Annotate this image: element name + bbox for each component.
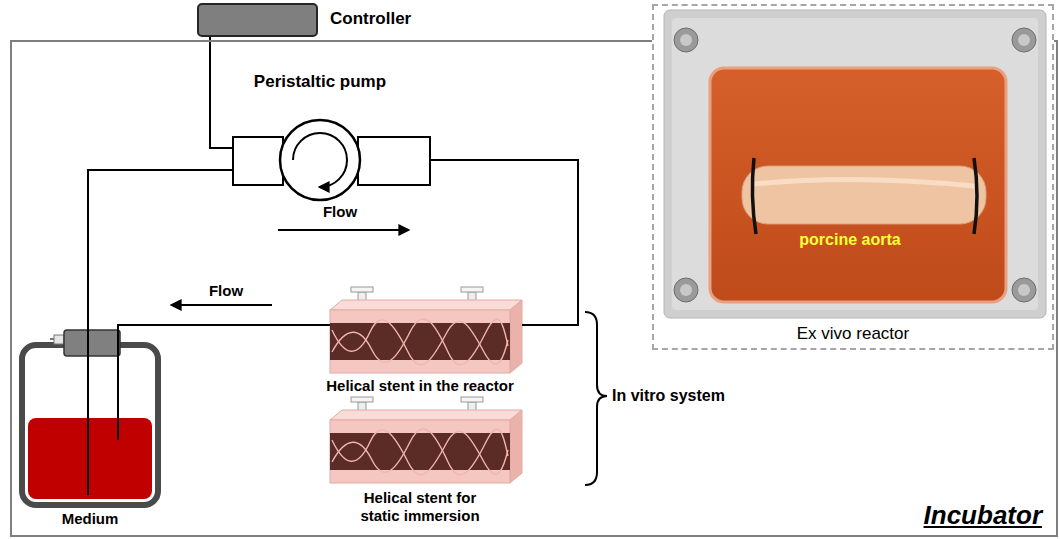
stent-static-box: Helical stent for static immersion <box>330 410 522 483</box>
tube-line <box>88 170 233 330</box>
node-label: Helical stent in the reactor <box>326 377 514 395</box>
node-label: Incubator <box>924 500 1042 531</box>
stent-reactor <box>330 287 522 373</box>
tube-line <box>430 160 578 325</box>
reactor-photo <box>654 6 1052 348</box>
pump-symbol <box>233 120 430 200</box>
group-label: In vitro system <box>612 386 725 405</box>
stent-static <box>330 397 522 483</box>
pump-box: Peristaltic pump <box>233 137 430 185</box>
stent-reactor-box: Helical stent in the reactor <box>330 300 522 373</box>
ex-vivo-reactor: porcine aorta Ex vivo reactor <box>652 4 1054 350</box>
flow-label: Flow <box>323 203 357 221</box>
medium-bottle-box: Medium <box>22 330 158 507</box>
node-label: porcine aorta <box>799 230 900 249</box>
medium-bottle <box>22 330 158 505</box>
tube-line <box>118 325 330 330</box>
node-label: Ex vivo reactor <box>797 324 909 344</box>
node-label: Medium <box>62 510 119 528</box>
node-label: Peristaltic pump <box>254 72 386 92</box>
tube-line <box>210 37 233 148</box>
controller-box: Controller <box>197 3 318 37</box>
node-label: Helical stent for static immersion <box>345 489 495 525</box>
incubator-frame: Incubator Peristaltic pump porcine aortaE… <box>10 40 1058 537</box>
bracket <box>585 312 607 485</box>
flow-arrow <box>278 229 408 231</box>
node-label: Controller <box>330 9 411 29</box>
flow-arrow <box>172 304 272 306</box>
flow-label: Flow <box>209 282 243 300</box>
